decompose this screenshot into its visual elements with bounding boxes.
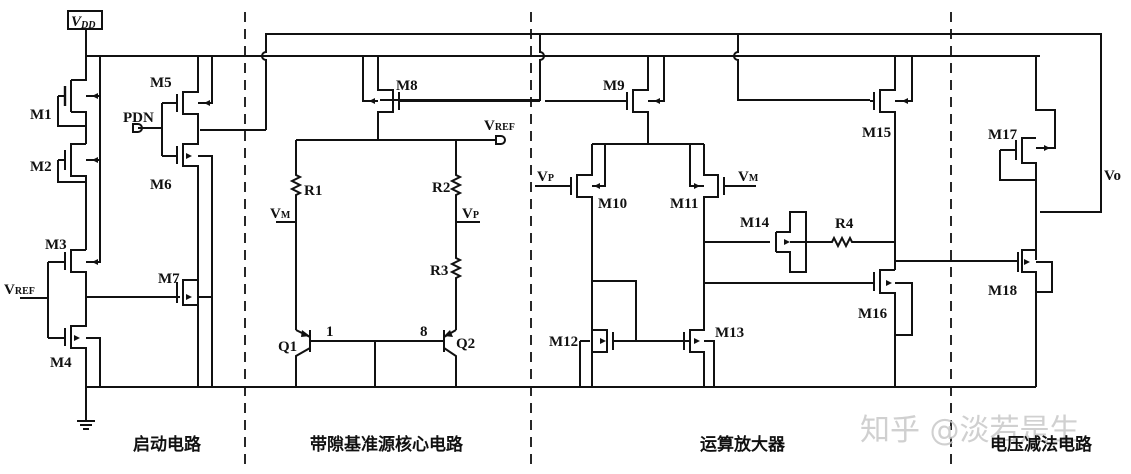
label-r4: R4 [835, 216, 854, 232]
resistor-r1 [289, 140, 303, 330]
label-vm-core: VM [270, 206, 291, 222]
transistor-m4 [20, 262, 101, 387]
label-m15: M15 [862, 125, 891, 141]
label-m2: M2 [30, 159, 52, 175]
transistor-m9 [545, 56, 665, 144]
label-vp-amp: VP [537, 169, 554, 185]
transistor-m5 [162, 56, 213, 130]
transistor-m7 [176, 279, 212, 306]
section-opamp: 运算放大器 [700, 434, 786, 455]
label-vm-amp: VM [738, 169, 759, 185]
transistor-m10 [535, 144, 606, 387]
label-m12: M12 [549, 334, 578, 350]
transistor-m14 [704, 211, 807, 273]
label-m18: M18 [988, 283, 1017, 299]
label-q1-ratio: 1 [326, 324, 334, 340]
transistor-m11 [689, 144, 756, 283]
label-m6: M6 [150, 177, 172, 193]
label-vref-in: VREF [4, 282, 35, 298]
transistor-m15 [870, 56, 913, 270]
vref-output-terminal [495, 135, 506, 145]
label-m7: M7 [158, 271, 180, 287]
label-m11: M11 [670, 196, 698, 212]
transistor-m18 [1017, 249, 1053, 387]
label-vref-out: VREF [484, 118, 515, 134]
label-r3: R3 [430, 263, 448, 279]
transistor-m3 [48, 56, 101, 297]
label-m1: M1 [30, 107, 52, 123]
label-m13: M13 [715, 325, 744, 341]
transistor-m2 [57, 143, 100, 250]
label-pdn: PDN [123, 110, 154, 126]
label-m3: M3 [45, 237, 67, 253]
label-vo: Vo [1104, 168, 1121, 184]
label-m4: M4 [50, 355, 72, 371]
pdn-terminal [132, 123, 143, 133]
label-m10: M10 [598, 196, 627, 212]
resistor-r4 [806, 235, 895, 249]
section-subtractor: 电压减法电路 [990, 434, 1093, 455]
transistor-m12 [579, 329, 690, 387]
transistor-m16 [873, 269, 913, 387]
svg-text:VDD: VDD [71, 14, 95, 31]
label-vp-core: VP [462, 206, 479, 222]
label-m16: M16 [858, 306, 888, 322]
transistor-m17 [999, 56, 1056, 260]
watermark: 知乎 @淡若是生 [860, 413, 1080, 448]
bias-bus [200, 33, 1102, 213]
transistor-m1 [57, 56, 101, 144]
label-q2-ratio: 8 [420, 324, 428, 340]
label-q1: Q1 [278, 339, 297, 355]
label-r1: R1 [304, 183, 322, 199]
label-q2: Q2 [456, 336, 475, 352]
ground-icon [77, 387, 95, 430]
bjt-q2 [443, 329, 457, 387]
resistor-r2-r3 [449, 140, 463, 330]
section-startup: 启动电路 [133, 434, 202, 455]
label-m17: M17 [988, 127, 1018, 143]
transistor-m13 [683, 283, 715, 387]
transistor-m6 [138, 103, 213, 387]
section-bandgap-core: 带隙基准源核心电路 [310, 434, 464, 455]
label-m5: M5 [150, 75, 172, 91]
label-m9: M9 [603, 78, 625, 94]
bjt-q1 [295, 329, 444, 387]
label-r2: R2 [432, 180, 450, 196]
transistor-m8 [362, 56, 540, 140]
vdd-terminal: VDD [67, 10, 103, 31]
label-m14: M14 [740, 215, 770, 231]
label-m8: M8 [396, 78, 418, 94]
m12-diode-link [592, 280, 637, 340]
